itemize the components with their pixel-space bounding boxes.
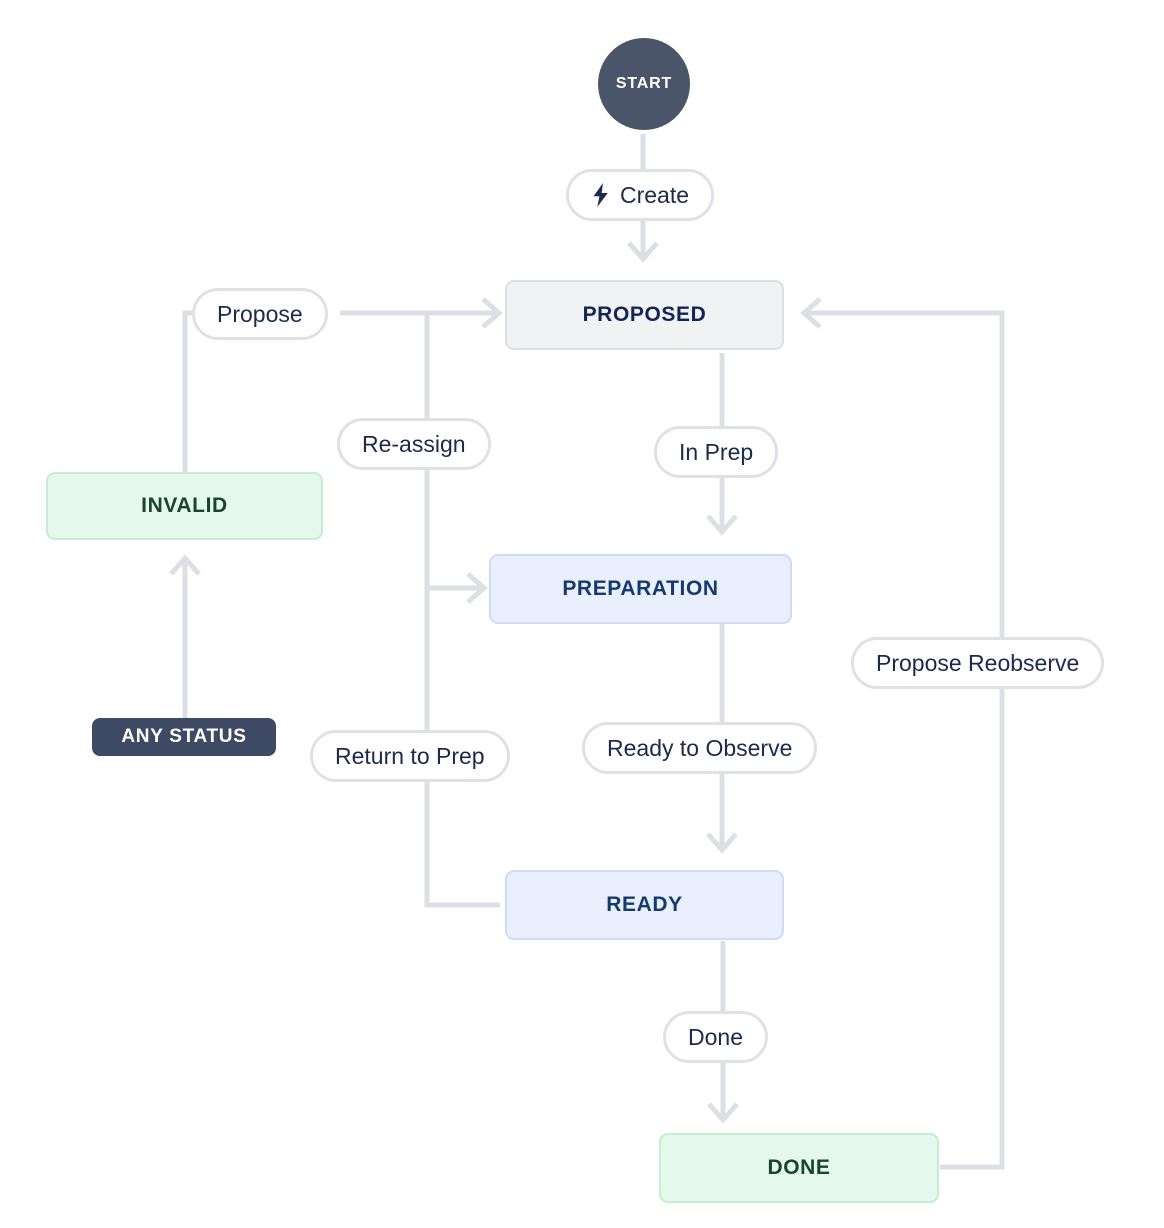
- edge-label-re-assign[interactable]: Re-assign: [337, 418, 491, 470]
- edge-reobserve-to-proposed: [805, 310, 1005, 637]
- edge-label-done-text: Done: [688, 1023, 743, 1050]
- edge-label-propose-text: Propose: [217, 300, 303, 327]
- arrowhead-riser-to-preparation: [466, 572, 488, 604]
- node-ready[interactable]: READY: [505, 870, 784, 940]
- arrowhead-donelabel-to-done: [707, 1102, 739, 1124]
- edge-label-return-to-prep-text: Return to Prep: [335, 742, 485, 769]
- node-ready-label: READY: [606, 893, 683, 916]
- edge-label-ready-to-observe-text: Ready to Observe: [607, 734, 793, 761]
- edge-label-create-text: Create: [620, 181, 690, 208]
- arrowhead-propose-to-proposed: [481, 297, 503, 329]
- edge-invalid-to-propose-label: [182, 310, 197, 472]
- node-preparation[interactable]: PREPARATION: [489, 554, 792, 624]
- node-invalid[interactable]: INVALID: [46, 472, 323, 540]
- edge-label-propose-reobserve[interactable]: Propose Reobserve: [851, 637, 1105, 689]
- edge-ready-to-riser: [424, 781, 500, 908]
- node-done-label: DONE: [767, 1156, 831, 1179]
- bolt-icon: [591, 182, 611, 208]
- node-proposed[interactable]: PROPOSED: [505, 280, 784, 350]
- edge-label-re-assign-text: Re-assign: [362, 430, 466, 457]
- arrowhead-readyobserve-to-ready: [706, 832, 738, 854]
- edge-label-in-prep[interactable]: In Prep: [654, 426, 779, 478]
- arrowhead-anystatus-to-invalid: [169, 554, 201, 576]
- edge-label-ready-to-observe[interactable]: Ready to Observe: [582, 722, 818, 774]
- node-start-label: START: [615, 75, 673, 92]
- node-start[interactable]: START: [598, 38, 690, 130]
- edge-done-to-reobserve-lower: [940, 688, 1005, 1170]
- arrowhead-inprep-to-preparation: [706, 514, 738, 536]
- edge-label-return-to-prep[interactable]: Return to Prep: [310, 730, 510, 782]
- node-invalid-label: INVALID: [141, 494, 228, 517]
- node-done[interactable]: DONE: [659, 1133, 939, 1203]
- node-proposed-label: PROPOSED: [582, 303, 707, 326]
- arrowhead-reobserve-to-proposed: [800, 297, 822, 329]
- node-any-status-label: ANY STATUS: [121, 726, 247, 747]
- edge-label-in-prep-text: In Prep: [679, 438, 754, 465]
- edge-label-propose[interactable]: Propose: [192, 288, 328, 340]
- edge-label-done[interactable]: Done: [663, 1011, 768, 1063]
- node-preparation-label: PREPARATION: [562, 577, 719, 600]
- edge-label-create[interactable]: Create: [566, 169, 715, 221]
- arrowhead-create-to-proposed: [627, 241, 659, 263]
- edge-label-propose-reobserve-text: Propose Reobserve: [876, 649, 1080, 676]
- node-any-status[interactable]: ANY STATUS: [92, 718, 276, 756]
